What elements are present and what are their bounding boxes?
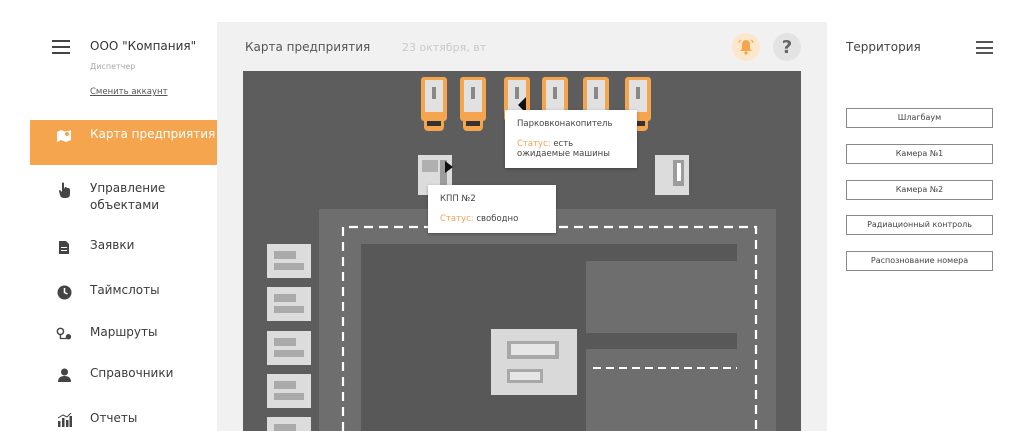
sidebar-item-label: Заявки: [90, 238, 135, 252]
tooltip-arrow: [518, 97, 526, 113]
help-icon: ?: [781, 36, 793, 58]
chart-icon: [56, 412, 72, 428]
menu-icon[interactable]: [52, 40, 70, 54]
clock-icon: [56, 284, 72, 300]
person-icon: [56, 367, 72, 383]
sidebar-item-label: Отчеты: [90, 411, 138, 425]
sidebar-item-directories[interactable]: Справочники: [30, 365, 217, 383]
storage-box[interactable]: [267, 287, 311, 321]
sidebar-item-label: Карта предприятия: [90, 127, 216, 141]
plate-recognition-button[interactable]: Распознование номера: [846, 251, 993, 271]
company-name: ООО "Компания": [90, 39, 197, 53]
lane-block-upper: [586, 261, 737, 333]
tooltip-arrow: [445, 161, 453, 173]
hand-pointer-icon: [56, 182, 72, 198]
camera-2-button[interactable]: Камера №2: [846, 180, 993, 200]
map-panel: Карта предприятия 23 октября, вт ?: [217, 22, 827, 431]
help-button[interactable]: ?: [773, 33, 801, 61]
enterprise-map[interactable]: Парковконакопитель Статус: есть ожидаемы…: [243, 71, 801, 431]
sidebar: ООО "Компания" Диспетчер Сменить аккаунт…: [0, 0, 217, 431]
barrier-button[interactable]: Шлагбаум: [846, 108, 993, 128]
current-date: 23 октября, вт: [402, 41, 487, 54]
lane-road: [586, 333, 737, 349]
storage-box[interactable]: [267, 417, 311, 431]
page-title: Карта предприятия: [245, 40, 371, 54]
storage-box[interactable]: [267, 244, 311, 278]
status-value: свободно: [476, 214, 519, 224]
tooltip-title: КПП №2: [440, 194, 476, 204]
sidebar-item-label: Маршруты: [90, 325, 158, 339]
status-label: Статус:: [517, 139, 551, 149]
sidebar-item-objects[interactable]: Управление объектами: [30, 180, 217, 214]
storage-box[interactable]: [267, 331, 311, 365]
user-role: Диспетчер: [90, 62, 136, 71]
territory-title: Территория: [846, 40, 921, 54]
central-building[interactable]: [491, 329, 577, 395]
menu-icon[interactable]: [976, 41, 993, 54]
document-icon: [56, 239, 72, 255]
tooltip-status: Статус: есть ожидаемые машины: [517, 139, 625, 159]
sidebar-item-map[interactable]: Карта предприятия: [30, 120, 217, 165]
truck[interactable]: [421, 77, 447, 131]
bell-icon: [738, 39, 754, 55]
camera-1-button[interactable]: Камера №1: [846, 144, 993, 164]
tooltip-status: Статус: свободно: [440, 214, 544, 224]
sidebar-item-requests[interactable]: Заявки: [30, 237, 217, 255]
kpp-1-booth[interactable]: [655, 155, 689, 195]
radiation-control-button[interactable]: Радиационный контроль: [846, 215, 993, 235]
status-label: Статус:: [440, 214, 474, 224]
map-canvas: [267, 77, 776, 431]
sidebar-item-label: Управление объектами: [90, 181, 166, 212]
storage-box[interactable]: [267, 374, 311, 408]
switch-account-link[interactable]: Сменить аккаунт: [90, 87, 168, 97]
truck[interactable]: [460, 77, 486, 131]
sidebar-item-timeslots[interactable]: Таймслоты: [30, 282, 217, 300]
sidebar-item-reports[interactable]: Отчеты: [30, 410, 217, 428]
kpp-tooltip: КПП №2 Статус: свободно: [428, 185, 556, 233]
sidebar-item-label: Таймслоты: [90, 283, 160, 297]
sidebar-item-routes[interactable]: Маршруты: [30, 324, 217, 342]
status-value: есть ожидаемые машины: [517, 139, 610, 159]
tooltip-title: Парковконакопитель: [517, 119, 613, 129]
route-icon: [56, 326, 72, 342]
lane-block: [586, 349, 737, 431]
notification-button[interactable]: [732, 33, 760, 61]
territory-panel: Территория Шлагбаум Камера №1 Камера №2 …: [827, 0, 1024, 431]
sidebar-item-label: Справочники: [90, 366, 174, 380]
map-pin-icon: [56, 128, 72, 144]
parking-tooltip: Парковконакопитель Статус: есть ожидаемы…: [505, 110, 637, 168]
